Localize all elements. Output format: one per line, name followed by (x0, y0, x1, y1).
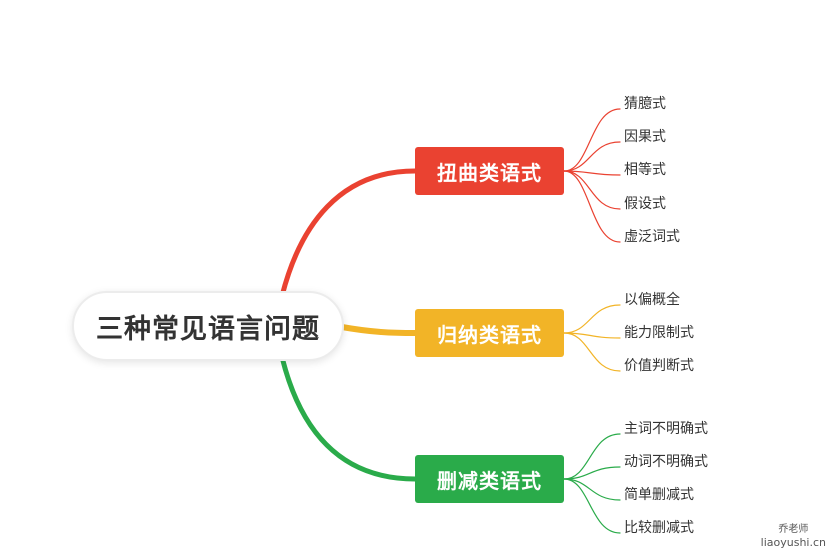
leaf-ability-limit[interactable]: 能力限制式 (624, 325, 694, 341)
watermark-bottom: liaoyushi.cn (760, 536, 826, 549)
leaf-unspecified-subject[interactable]: 主词不明确式 (624, 421, 708, 437)
root-topic-label: 三种常见语言问题 (96, 313, 320, 345)
connector-branch-to-leaf (563, 141, 621, 172)
connector-root-to-branch (339, 324, 418, 336)
connector-branch-to-leaf (563, 170, 621, 210)
connector-branch-to-leaf (563, 478, 621, 534)
connector-root-to-branch (279, 354, 418, 482)
connector-branch-to-leaf (563, 466, 621, 480)
branch-deletion[interactable]: 删减类语式 (415, 455, 564, 503)
connector-branch-to-leaf (563, 332, 621, 372)
connector-branch-to-leaf (563, 332, 621, 339)
connector-branch-to-leaf (563, 304, 621, 334)
leaf-comparative-deletion[interactable]: 比较删减式 (624, 520, 694, 536)
leaf-presupposition[interactable]: 假设式 (624, 196, 666, 212)
branch-label: 删减类语式 (437, 468, 542, 493)
watermark-logo: 乔老师 liaoyushi.cn (760, 524, 826, 549)
branch-label: 归纳类语式 (437, 322, 542, 347)
branch-label: 扭曲类语式 (437, 160, 542, 185)
leaf-vague-words[interactable]: 虚泛词式 (624, 229, 680, 245)
branch-distortion[interactable]: 扭曲类语式 (415, 147, 564, 195)
connector-branch-to-leaf (563, 478, 621, 501)
connector-branch-to-leaf (563, 170, 621, 243)
connector-branch-to-leaf (563, 433, 621, 480)
root-topic[interactable]: 三种常见语言问题 (72, 291, 344, 361)
leaf-overgeneralization[interactable]: 以偏概全 (624, 292, 680, 308)
leaf-guess[interactable]: 猜臆式 (624, 96, 666, 112)
leaf-unspecified-verb[interactable]: 动词不明确式 (624, 454, 708, 470)
branch-generalization[interactable]: 归纳类语式 (415, 309, 564, 357)
connector-root-to-branch (279, 168, 418, 299)
leaf-simple-deletion[interactable]: 简单删减式 (624, 487, 694, 503)
leaf-cause-effect[interactable]: 因果式 (624, 129, 666, 145)
watermark-top: 乔老师 (778, 524, 809, 535)
connector-branch-to-leaf (563, 108, 621, 172)
leaf-value-judgment[interactable]: 价值判断式 (624, 358, 694, 374)
leaf-equivalence[interactable]: 相等式 (624, 162, 666, 178)
